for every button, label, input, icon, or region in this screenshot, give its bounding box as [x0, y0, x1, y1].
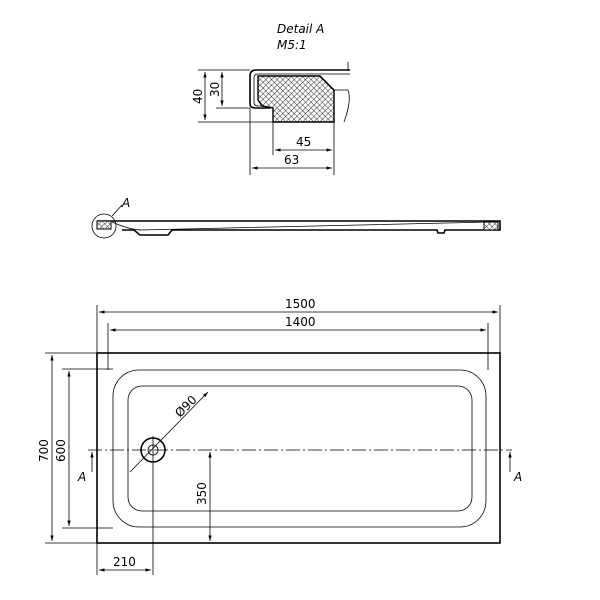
dim-30: 30 [208, 82, 222, 97]
dim-drain-center: 350 [195, 482, 209, 505]
dim-63: 63 [284, 153, 299, 167]
tray-floor [127, 385, 473, 512]
detail-circle [91, 213, 117, 239]
tray-inner-edge [112, 369, 487, 528]
dim-40: 40 [191, 89, 205, 104]
section-mark-right: A [513, 470, 522, 484]
profile-outline [249, 69, 350, 109]
drain-diameter: Ø90 [172, 393, 199, 420]
detail-marker: A [121, 196, 130, 210]
detail-title: Detail A [277, 22, 324, 36]
dim-length-inner: 1400 [285, 315, 316, 329]
dim-width-outer: 700 [37, 439, 51, 462]
detail-a: Detail A M5:1 40 30 45 63 [191, 22, 350, 175]
dim-45: 45 [296, 135, 311, 149]
hatched-core [257, 75, 335, 123]
side-view: A [91, 196, 501, 239]
tray-outline [96, 352, 501, 544]
detail-scale: M5:1 [277, 38, 307, 52]
dim-width-inner: 600 [54, 439, 68, 462]
plan-view: Ø90 1500 1400 700 600 350 210 A A [37, 297, 522, 575]
dim-length-outer: 1500 [285, 297, 316, 311]
dim-drain-offset: 210 [113, 555, 136, 569]
section-mark-left: A [77, 470, 86, 484]
